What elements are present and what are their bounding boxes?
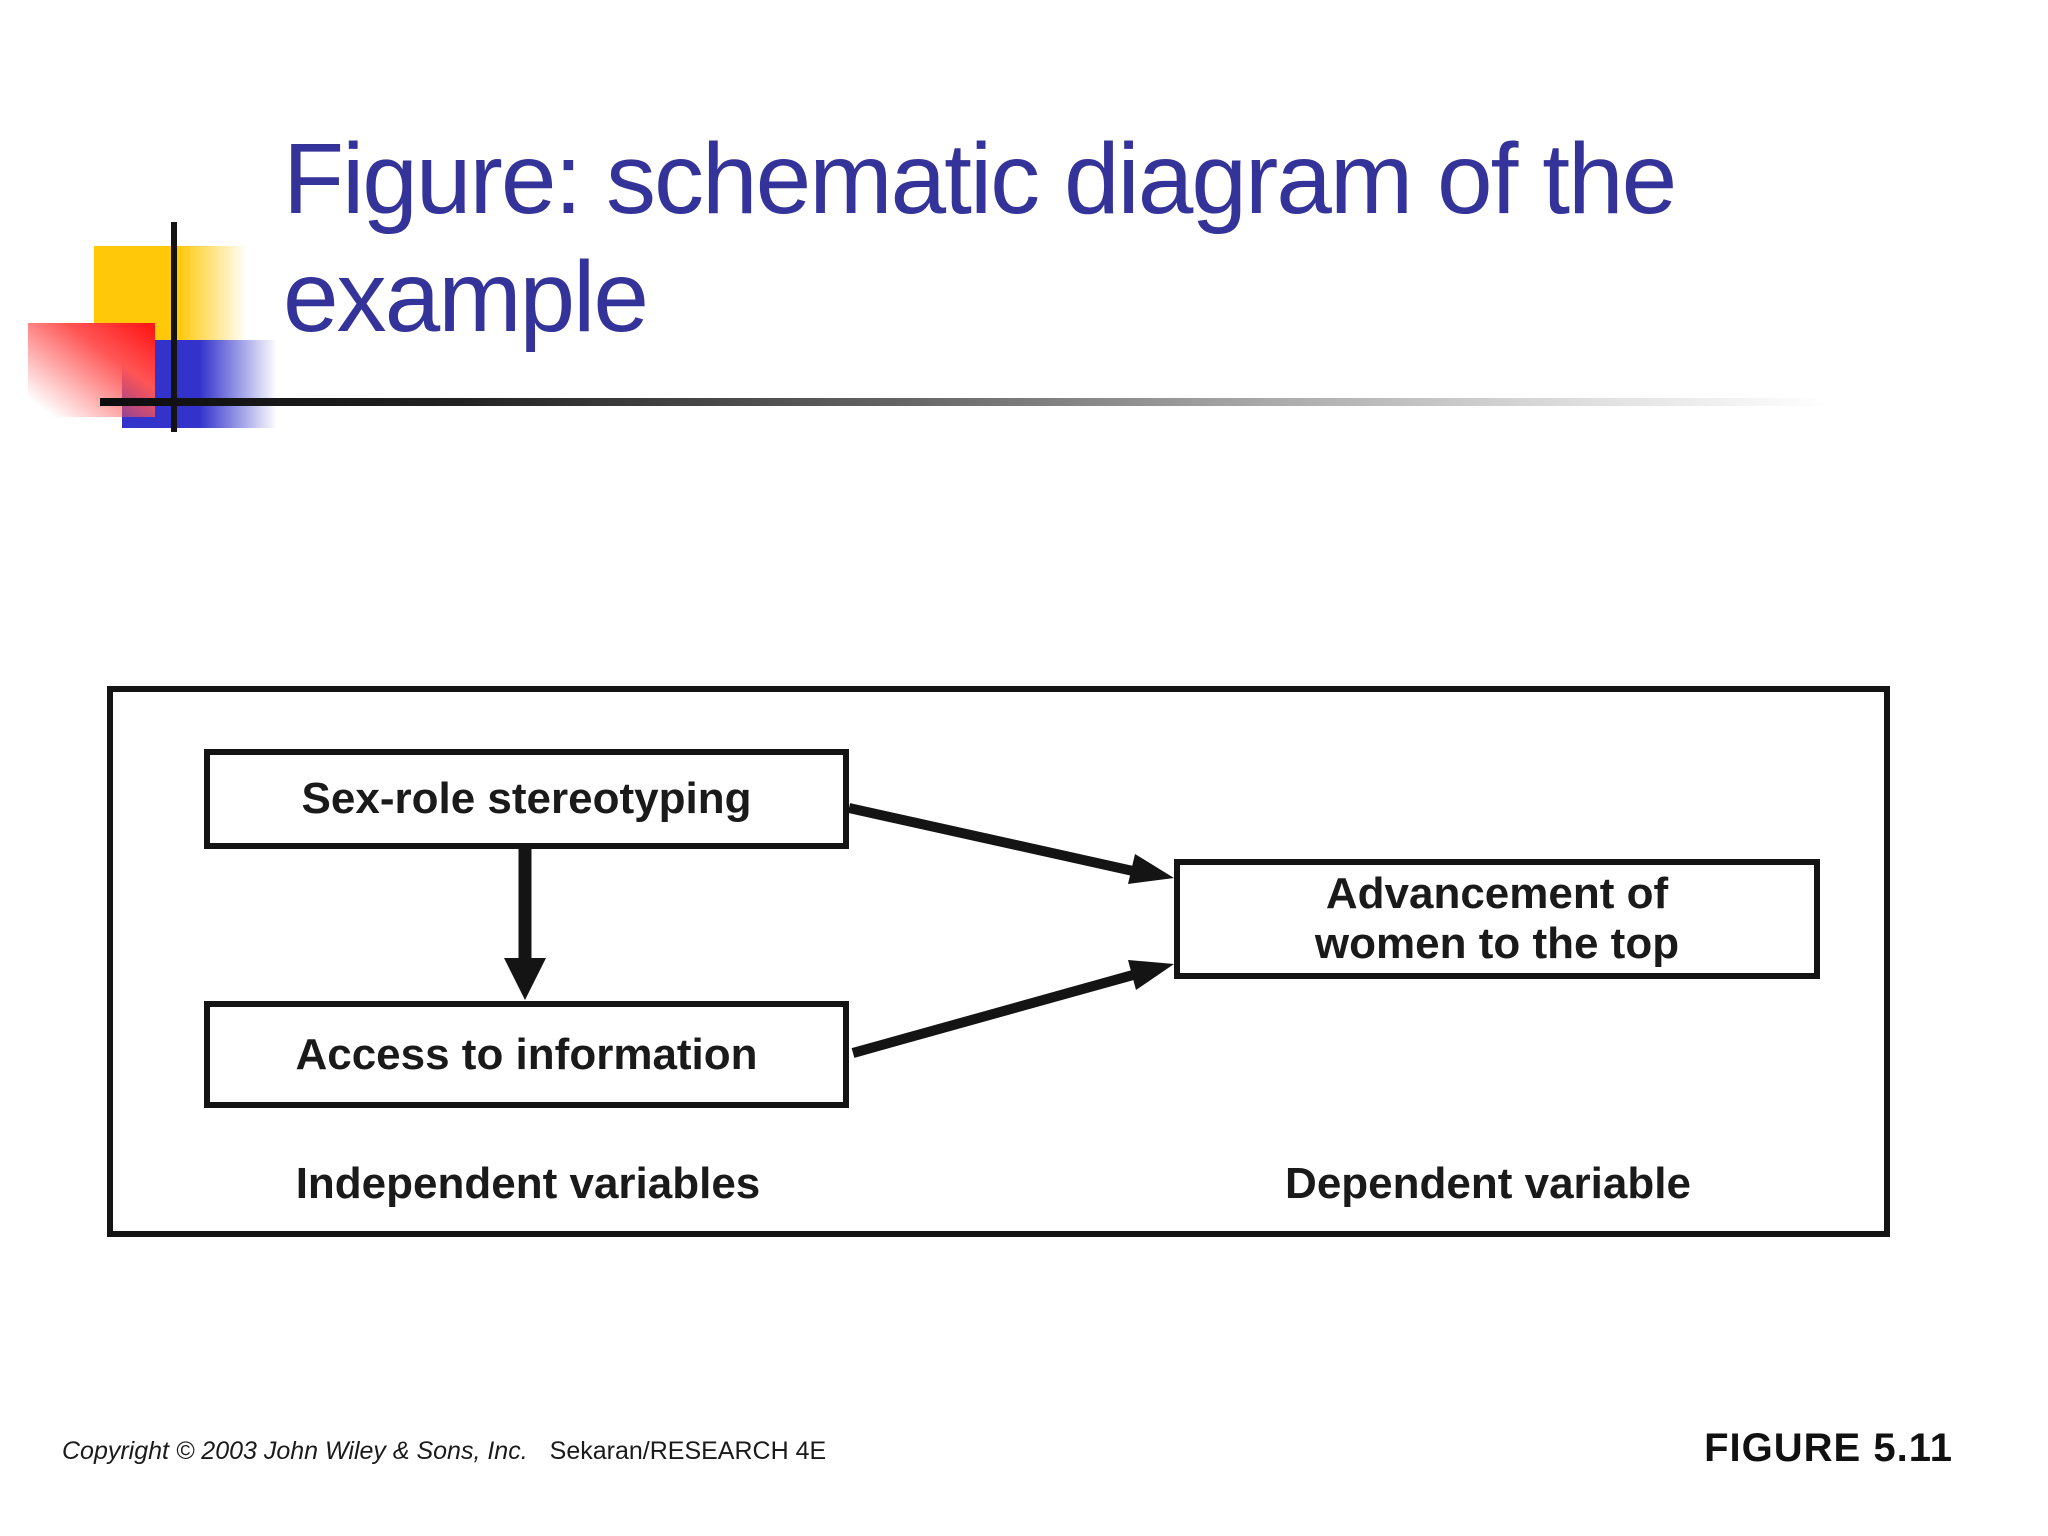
- footer: Copyright © 2003 John Wiley & Sons, Inc.…: [62, 1437, 826, 1466]
- arrow-sexrole-to-advancement: [847, 803, 1135, 876]
- box-access-label: Access to information: [295, 1029, 758, 1079]
- box-advancement-line-1: Advancement of: [1325, 869, 1669, 918]
- page-title: Figure: schematic diagram of the example: [283, 120, 1903, 356]
- diagram-frame: Sex-role stereotyping Access to informat…: [107, 686, 1890, 1237]
- arrowhead-sexrole-to-access: [504, 958, 546, 1000]
- footer-source: Sekaran/RESEARCH 4E: [549, 1437, 827, 1465]
- diagram-arrows: [504, 803, 1174, 1058]
- title-divider-line: [100, 398, 1900, 406]
- caption-dependent-variable: Dependent variable: [1285, 1159, 1691, 1208]
- box-advancement-line-2: women to the top: [1314, 919, 1680, 968]
- page-title-line-1: Figure: schematic diagram of the: [283, 123, 1677, 235]
- page-title-line-2: example: [283, 241, 649, 353]
- figure-number-label: FIGURE 5.11: [1704, 1426, 1953, 1470]
- caption-independent-variables: Independent variables: [295, 1159, 761, 1208]
- footer-copyright: Copyright © 2003 John Wiley & Sons, Inc.: [62, 1437, 528, 1465]
- box-access-to-information: Access to information: [204, 1001, 849, 1108]
- arrow-access-to-advancement: [851, 970, 1135, 1058]
- box-sex-role-stereotyping: Sex-role stereotyping: [204, 749, 849, 849]
- box-sex-role-label: Sex-role stereotyping: [301, 774, 752, 823]
- decoration-vertical-line: [171, 222, 177, 432]
- box-advancement-of-women: Advancement of women to the top: [1174, 859, 1820, 979]
- arrowhead-sexrole-to-advancement: [1128, 854, 1174, 884]
- arrowhead-access-to-advancement: [1128, 960, 1174, 990]
- box-advancement-label: Advancement of women to the top: [1315, 869, 1679, 969]
